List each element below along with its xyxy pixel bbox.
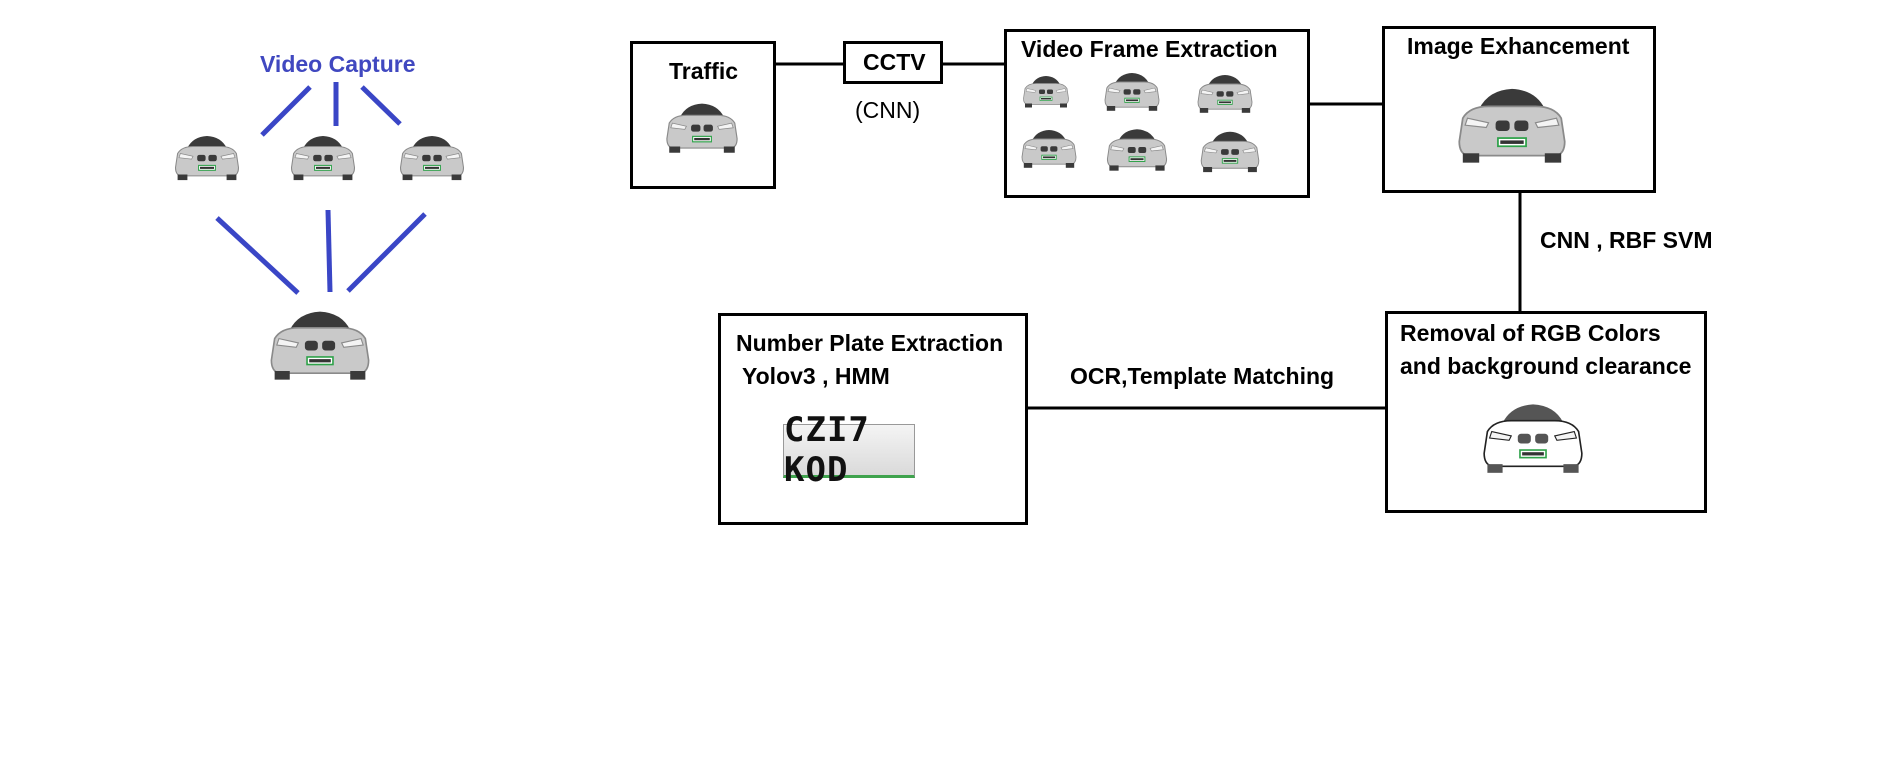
frame-extraction-box: Video Frame Extraction [1004, 29, 1310, 198]
cctv-method: (CNN) [855, 97, 921, 123]
car-image [663, 97, 741, 162]
processed-car-image [1478, 399, 1588, 480]
enhancement-to-removal-label: CNN , RBF SVM [1540, 227, 1713, 253]
traffic-title: Traffic [669, 58, 739, 84]
image-enhancement-title: Image Exhancement [1407, 33, 1630, 59]
removal-title-line2: and background clearance [1400, 353, 1692, 379]
image-enhancement-box: Image Exhancement [1382, 26, 1656, 193]
plate-extraction-methods: Yolov3 , HMM [742, 363, 890, 389]
traffic-box: Traffic [630, 41, 776, 189]
car-image [397, 132, 467, 187]
capture-line-bottom-left [215, 216, 300, 295]
cctv-box: CCTV [843, 41, 943, 84]
frame-car-image [1198, 128, 1262, 179]
frame-car-image [1104, 126, 1170, 177]
plate-extraction-box: Number Plate Extraction Yolov3 , HMM CZI… [718, 313, 1028, 525]
plate-extraction-title: Number Plate Extraction [736, 330, 1004, 356]
car-image [1453, 83, 1571, 170]
cctv-title: CCTV [863, 49, 926, 75]
car-image [266, 306, 374, 387]
frame-car-image [1193, 72, 1257, 119]
frame-car-image [1019, 127, 1079, 174]
capture-line-bottom-right [346, 212, 427, 293]
removal-to-plate-label: OCR,Template Matching [1070, 363, 1335, 389]
car-image [288, 132, 358, 187]
capture-line-bottom-middle [325, 209, 333, 293]
capture-line-right [360, 85, 402, 126]
removal-title-line1: Removal of RGB Colors [1400, 320, 1661, 346]
number-plate: CZI7 KOD [783, 410, 915, 490]
frame-car-image [1021, 72, 1071, 115]
capture-line-left [260, 85, 312, 137]
removal-box: Removal of RGB Colors and background cle… [1385, 311, 1707, 513]
frame-extraction-title: Video Frame Extraction [1021, 36, 1278, 62]
video-capture-title: Video Capture [260, 51, 416, 77]
car-image [172, 132, 242, 187]
frame-car-image [1100, 70, 1164, 117]
